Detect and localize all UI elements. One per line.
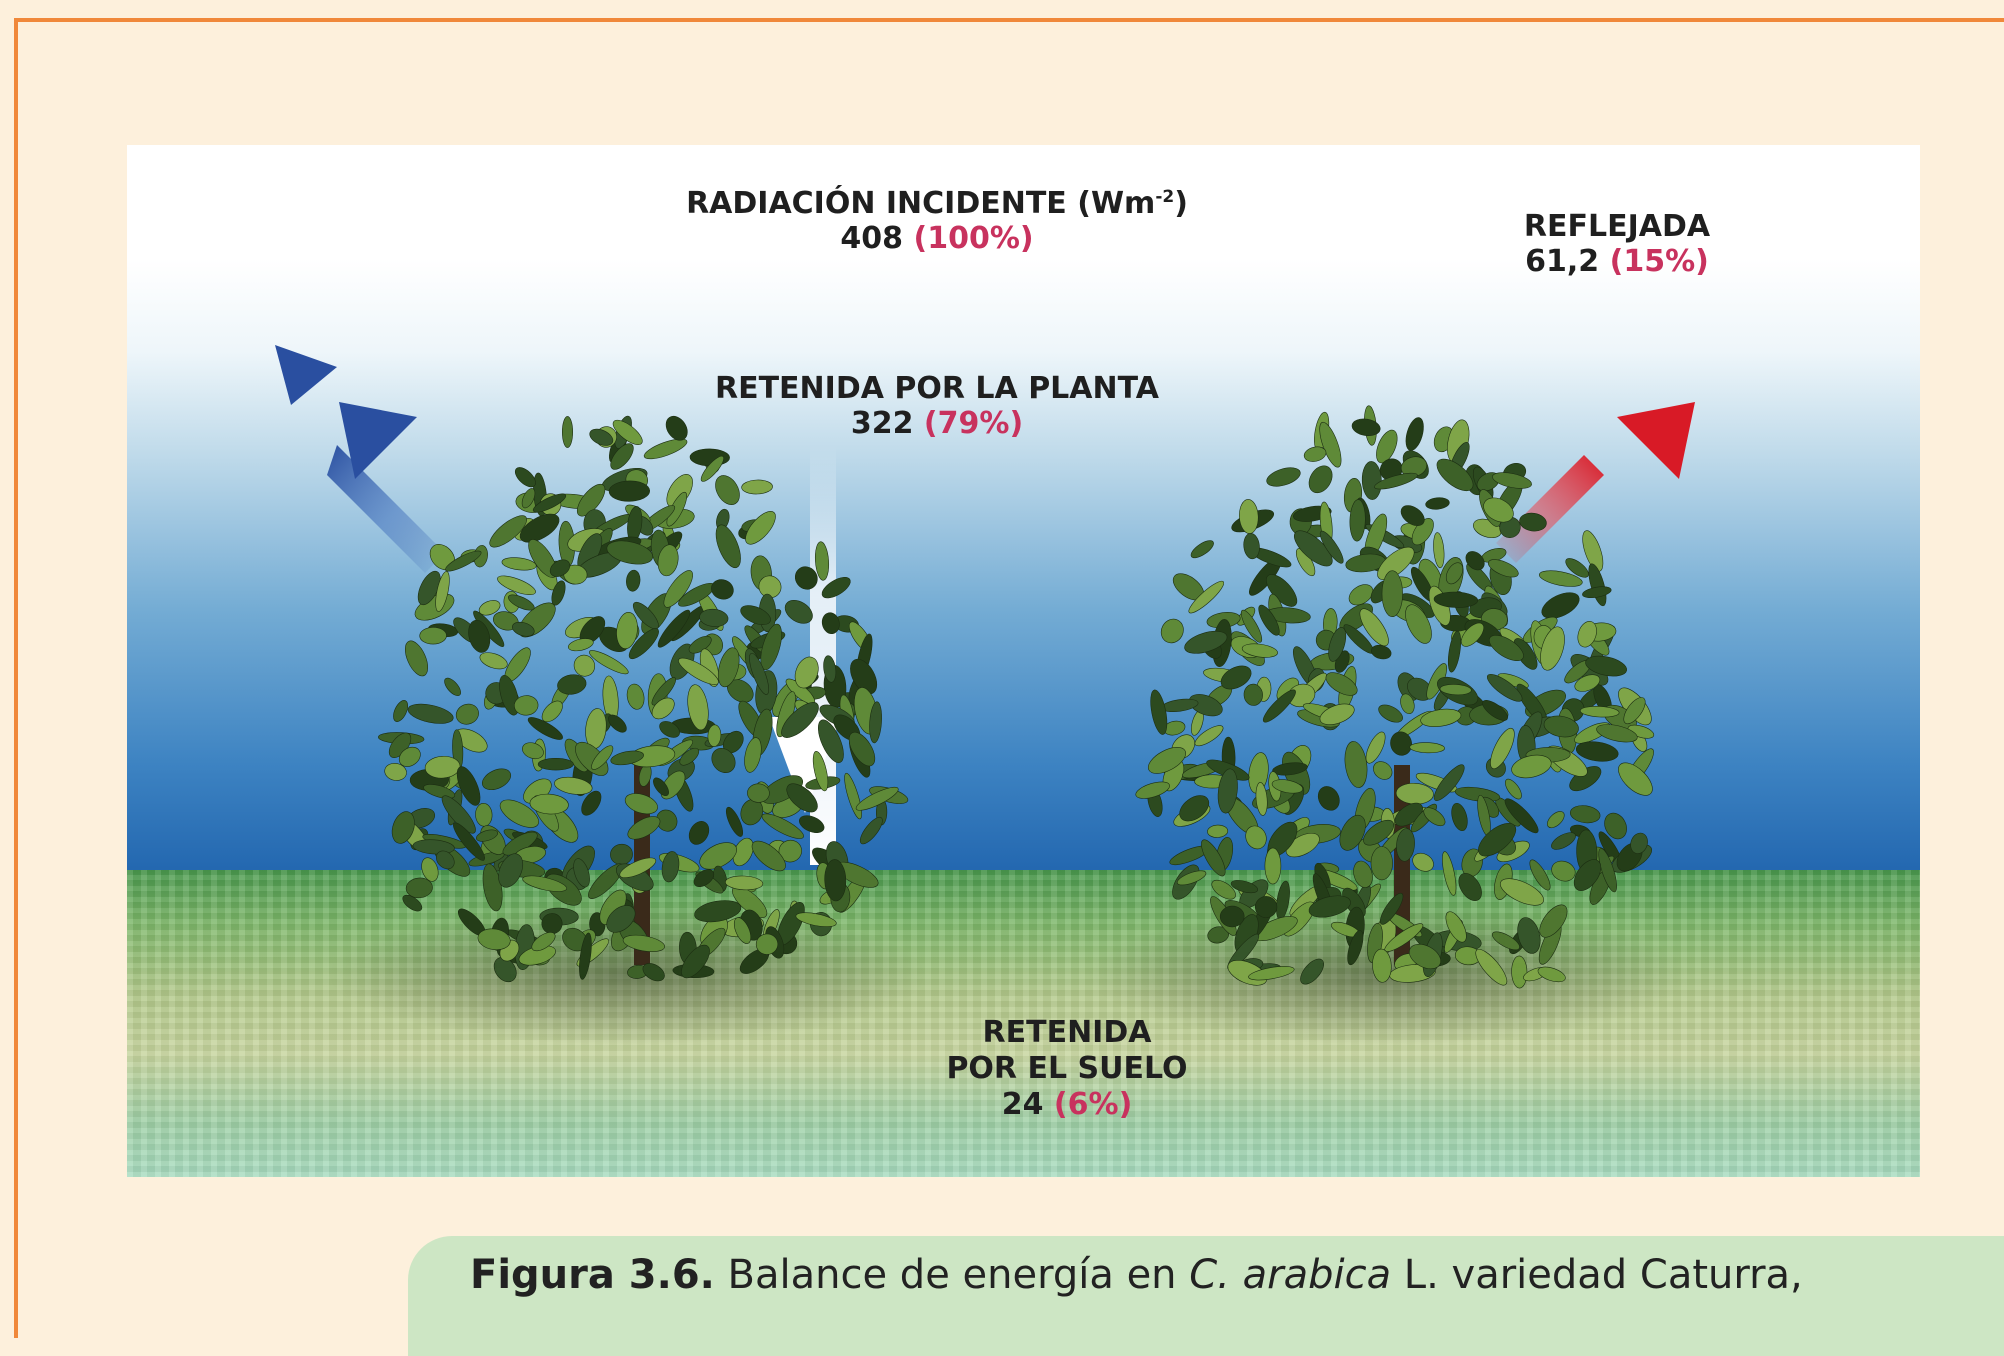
arrow-up-right-red-icon bbox=[1496, 402, 1695, 563]
arrow-up-left-blue-icon bbox=[275, 345, 445, 573]
reflected-label: REFLEJADA 61,2 (15%) bbox=[1457, 209, 1777, 279]
reflected-title: REFLEJADA bbox=[1523, 209, 1711, 244]
soil-value: 24 bbox=[1001, 1087, 1044, 1122]
reflected-value: 61,2 bbox=[1525, 243, 1600, 279]
diagram-graphics bbox=[275, 345, 1695, 1045]
incident-value: 408 bbox=[840, 220, 904, 256]
coffee-plant-right-icon bbox=[1135, 405, 1655, 989]
figure-frame bbox=[14, 18, 2004, 1338]
soil-percent: (6%) bbox=[1053, 1087, 1133, 1122]
incident-percent: (100%) bbox=[913, 220, 1034, 256]
plant-value: 322 bbox=[850, 405, 914, 441]
caption-text-2: L. variedad Caturra, bbox=[1391, 1252, 1803, 1298]
caption-text-1: Balance de energía en bbox=[714, 1252, 1190, 1298]
incident-unit-sup: -2 bbox=[1155, 187, 1175, 207]
incident-title: RADIACIÓN INCIDENTE (Wm bbox=[686, 186, 1156, 221]
figure-caption: Figura 3.6. Balance de energía en C. ara… bbox=[408, 1236, 2004, 1356]
plant-title: RETENIDA POR LA PLANTA bbox=[715, 371, 1159, 406]
coffee-plant-left-icon bbox=[378, 415, 909, 983]
incident-radiation-label: RADIACIÓN INCIDENTE (Wm-2) 408 (100%) bbox=[567, 186, 1307, 256]
caption-figure-number: Figura 3.6. bbox=[470, 1252, 715, 1298]
incident-title-close: ) bbox=[1174, 186, 1188, 221]
plant-retained-label: RETENIDA POR LA PLANTA 322 (79%) bbox=[627, 371, 1247, 441]
energy-balance-diagram: RADIACIÓN INCIDENTE (Wm-2) 408 (100%) RE… bbox=[127, 145, 1920, 1177]
plant-percent: (79%) bbox=[923, 405, 1024, 441]
soil-retained-label: RETENIDA POR EL SUELO 24 (6%) bbox=[907, 1015, 1227, 1123]
soil-title-1: RETENIDA bbox=[982, 1015, 1152, 1050]
soil-title-2: POR EL SUELO bbox=[946, 1051, 1188, 1086]
caption-species: C. arabica bbox=[1189, 1252, 1392, 1298]
caption-text: Figura 3.6. Balance de energía en C. ara… bbox=[470, 1252, 1803, 1298]
reflected-percent: (15%) bbox=[1609, 243, 1709, 279]
